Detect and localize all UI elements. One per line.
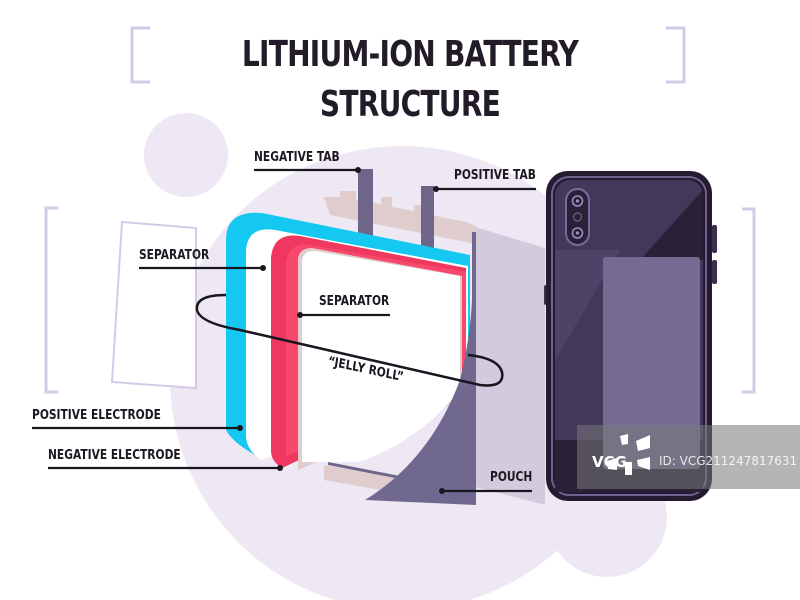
wm-petal-4	[625, 462, 632, 475]
label-positive-tab: POSITIVE TAB	[454, 168, 536, 183]
side-bracket-left	[44, 206, 58, 394]
watermark-logo-text: VCG	[592, 453, 627, 471]
dot-separator-inner	[297, 312, 303, 318]
camera-lens-top-center	[575, 199, 580, 203]
label-negative-electrode: NEGATIVE ELECTRODE	[48, 448, 181, 463]
pouch-side-face	[472, 226, 545, 505]
leader-dots	[237, 167, 445, 494]
phone-button-2	[712, 260, 717, 284]
jelly-roll-loop	[195, 293, 504, 387]
camera-flash	[572, 212, 583, 222]
pouch-bottom-edge	[328, 462, 400, 479]
wm-petal-1	[620, 434, 628, 445]
pouch-bottom-seal	[324, 465, 398, 493]
phone-shadow-top	[640, 190, 703, 260]
camera-module	[565, 188, 590, 246]
dot-negative-tab	[355, 167, 361, 173]
dot-positive-electrode	[237, 425, 243, 431]
title-bracket-left	[130, 26, 150, 84]
watermark-logo-icon	[607, 434, 650, 475]
label-separator-inner: SEPARATOR	[319, 294, 390, 309]
label-pouch: POUCH	[490, 470, 533, 485]
camera-lens-bottom	[571, 227, 584, 239]
camera-lens-bottom-center	[575, 231, 580, 235]
dot-separator-outer	[260, 265, 266, 271]
phone-button-1	[712, 225, 717, 253]
positive-tab	[421, 186, 434, 256]
watermark-id: ID: VCG211247817631	[659, 454, 798, 468]
background-circle-small	[144, 113, 228, 197]
dot-pouch	[439, 488, 445, 494]
dot-negative-electrode	[277, 465, 283, 471]
camera-lens-top	[571, 195, 584, 207]
leader-lines	[32, 168, 536, 493]
phone-sticker	[603, 257, 700, 469]
outline-card	[110, 220, 197, 390]
title-bracket-right	[666, 26, 686, 84]
phone-rim	[551, 176, 707, 496]
wm-petal-3	[637, 457, 650, 470]
label-positive-electrode: POSITIVE ELECTRODE	[32, 408, 161, 423]
wm-petal-2	[636, 435, 650, 451]
dot-positive-tab	[433, 186, 439, 192]
wm-petal-5	[607, 458, 617, 470]
pouch-curl	[365, 232, 476, 505]
separator-layer-inner	[302, 250, 460, 462]
label-negative-tab: NEGATIVE TAB	[254, 150, 340, 165]
side-bracket-right	[742, 207, 756, 394]
label-separator-outer: SEPARATOR	[139, 248, 210, 263]
page-title: LITHIUM-ION BATTERY STRUCTURE	[241, 34, 579, 125]
watermark-band	[577, 425, 800, 489]
